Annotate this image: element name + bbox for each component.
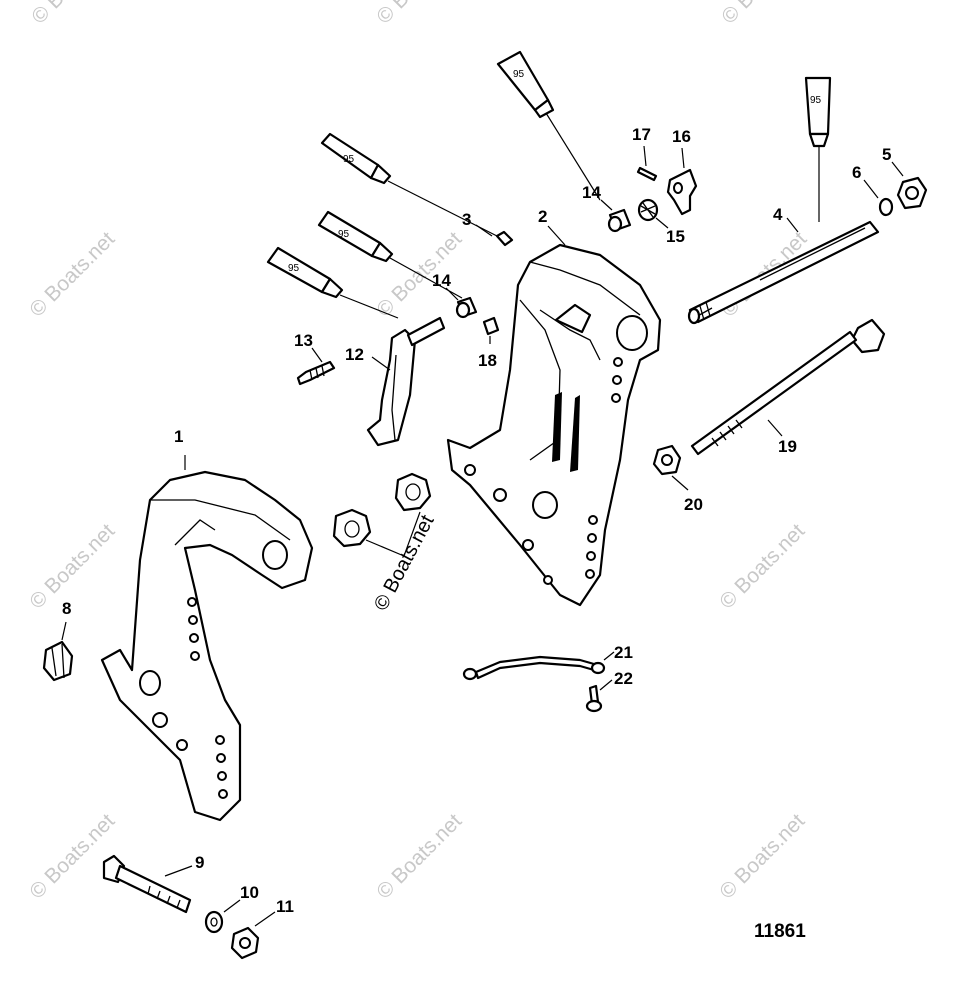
nut [652,444,689,491]
watermark: © Boats.net [717,0,811,29]
callout-8: 8 [62,599,71,618]
tilt-lock-lever [366,316,446,447]
callout-15: 15 [666,227,685,246]
tube-label: 95 [343,154,355,165]
callout-19: 19 [778,437,797,456]
callout-17: 17 [632,125,651,144]
spring [637,198,669,229]
callout-6: 6 [852,163,861,182]
washer [863,179,894,217]
lubricant-tube: 95 [266,246,399,319]
locknut [42,621,74,682]
watermark: © Boats.net [25,519,119,613]
callout-21: 21 [614,643,633,662]
spring [296,347,336,386]
washer [204,899,241,934]
callout-18: 18 [478,351,497,370]
watermark: © Boats.net [372,809,466,903]
gasket-leader [365,511,421,557]
lubricant-tube: 95 [496,50,601,201]
bushing [482,316,500,344]
pin [636,145,658,182]
callout-13: 13 [294,331,313,350]
watermark: © Boats.net [715,519,809,613]
bushing [600,199,632,233]
callout-22: 22 [614,669,633,688]
callout-1: 1 [174,427,183,446]
callout-16: 16 [672,127,691,146]
callout-2: 2 [538,207,547,226]
gasket [332,508,372,548]
callout-4: 4 [773,205,783,224]
drawing-number: 11861 [754,921,806,942]
port-clamp-bracket [100,455,314,822]
watermark-center: © Boats.net [370,511,439,614]
callout-5: 5 [882,145,891,164]
watermark: © Boats.net [715,809,809,903]
screw [585,679,613,713]
watermark: © Boats.net [25,809,119,903]
tilt-tube [687,217,880,325]
callout-20: 20 [684,495,703,514]
watermark: © Boats.net [372,0,466,29]
ground-strap [462,651,615,681]
callout-11: 11 [276,897,294,916]
callout-12: 12 [345,345,364,364]
tube-label: 95 [288,263,300,274]
lubricant-tube: 95 [320,132,498,237]
callouts: 1 2 3 4 5 6 8 9 10 11 12 13 14 14 15 16 … [62,125,891,916]
tilt-tube-nut [891,161,928,210]
tilt-lock-cam [666,147,698,216]
tube-label: 95 [338,229,350,240]
watermark: © Boats.net [27,0,121,29]
callout-9: 9 [195,853,204,872]
long-bolt [690,318,886,456]
starboard-clamp-bracket [446,225,662,607]
gasket [394,472,432,512]
callout-3: 3 [462,210,471,229]
lubricant-tube: 95 [804,76,832,222]
callout-14b: 14 [432,271,451,290]
tube-label: 95 [513,69,525,80]
locknut [230,911,276,960]
tube-label: 95 [810,95,822,106]
callout-14a: 14 [582,183,601,202]
grease-fitting [475,224,514,247]
callout-10: 10 [240,883,259,902]
watermarks: © Boats.net © Boats.net © Boats.net © Bo… [25,0,811,904]
watermark: © Boats.net [25,227,119,321]
bolt [102,854,193,914]
bushing [445,287,478,319]
lubricant-tube: 95 [317,210,463,299]
